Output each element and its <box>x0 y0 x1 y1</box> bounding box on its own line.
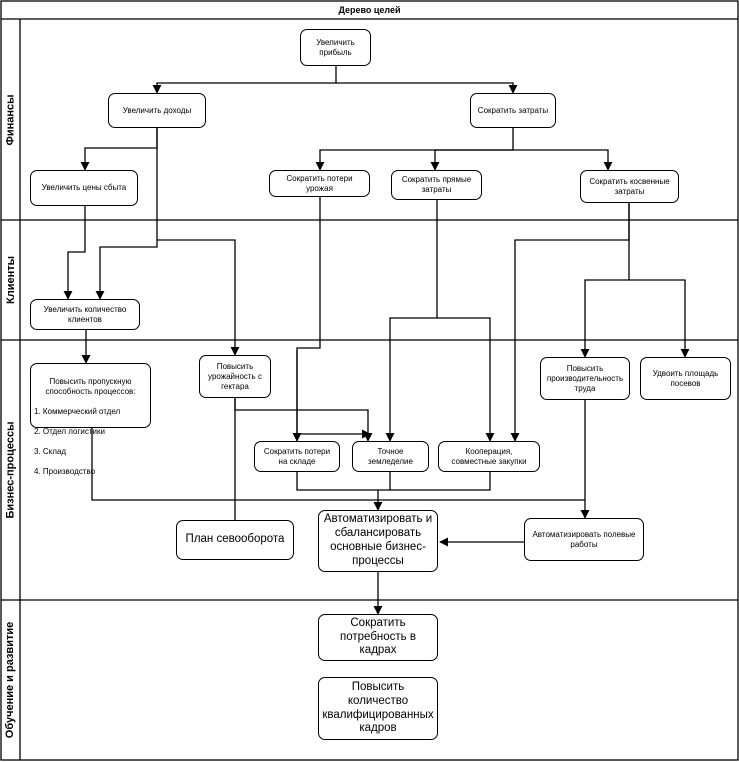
connectors <box>63 66 690 615</box>
node-increase-income: Увеличить доходы <box>108 93 206 128</box>
node-cut-indirect-costs: Сократить косвенные затраты <box>580 170 679 203</box>
node-throughput-item-4: 4. Производство <box>34 467 96 476</box>
node-cut-direct-costs: Сократить прямые затраты <box>391 170 482 200</box>
node-increase-profit: Увеличить прибыль <box>300 29 371 66</box>
node-increase-productivity: Повысить производительность труда <box>540 357 630 400</box>
node-throughput-item-1: 1. Коммерческий отдел <box>34 407 121 416</box>
lane-label-processes: Бизнес-процессы <box>1 340 20 600</box>
lane-label-learning-text: Обучение и развитие <box>4 621 17 739</box>
node-throughput-title: Повысить пропускную способность процессо… <box>45 377 136 396</box>
node-precision-farming: Точное земледелие <box>352 441 429 472</box>
lane-label-finance: Финансы <box>1 19 20 220</box>
node-increase-qualified-staff: Повысить количество квалифицированных ка… <box>318 677 438 740</box>
node-automate-fieldwork: Автоматизировать полевые работы <box>524 518 644 561</box>
node-cooperation: Кооперация, совместные закупки <box>438 441 540 472</box>
lane-label-processes-text: Бизнес-процессы <box>4 421 17 519</box>
lane-label-clients-text: Клиенты <box>4 255 17 305</box>
node-throughput: Повысить пропускную способность процессо… <box>30 363 151 476</box>
node-throughput-item-2: 2. Отдел логистики <box>34 427 105 436</box>
node-cut-costs: Сократить затраты <box>470 93 556 128</box>
lane-label-clients: Клиенты <box>1 220 20 340</box>
node-double-area: Удвоить площадь посевов <box>640 357 731 400</box>
node-crop-rotation-plan: План севооборота <box>176 520 294 560</box>
node-increase-yield: Повысить урожайность с гектара <box>199 355 271 398</box>
diagram-title: Дерево целей <box>338 5 401 15</box>
node-reduce-staff-need: Сократить потребность в кадрах <box>318 614 438 661</box>
lane-label-finance-text: Финансы <box>4 93 17 146</box>
node-raise-prices: Увеличить цены сбыта <box>30 170 138 206</box>
lane-label-learning: Обучение и развитие <box>1 600 20 760</box>
node-increase-clients: Увеличить количество клиентов <box>30 299 140 330</box>
node-automate-processes: Автоматизировать и сбалансировать основн… <box>318 510 438 572</box>
node-throughput-item-3: 3. Склад <box>34 447 67 456</box>
node-cut-storage-losses: Сократить потери на складе <box>254 441 340 472</box>
node-cut-crop-losses: Сократить потери урожая <box>269 170 370 197</box>
